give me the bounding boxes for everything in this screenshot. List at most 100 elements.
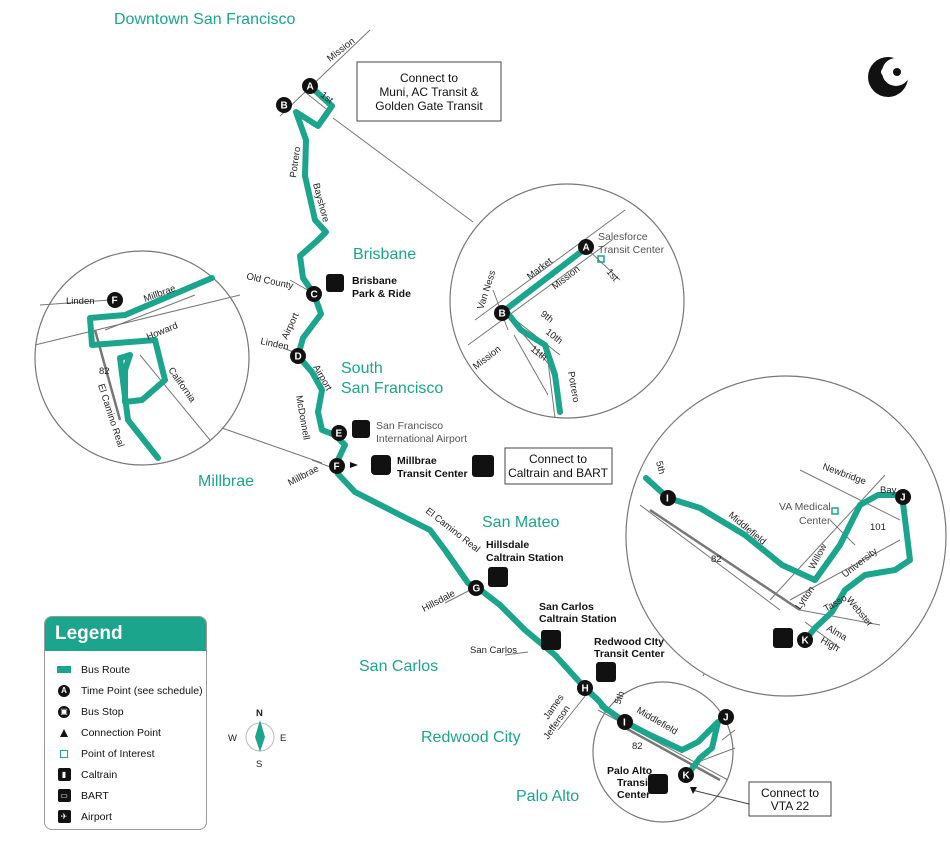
timepoint-k-inset: K	[797, 632, 813, 648]
train-icon	[648, 774, 668, 794]
timepoint-d[interactable]: D	[290, 348, 306, 364]
legend-item-busstop: ▣ Bus Stop	[45, 701, 206, 722]
svg-text:82: 82	[99, 366, 110, 377]
legend-item-timepoint: A Time Point (see schedule)	[45, 680, 206, 701]
svg-text:Airport: Airport	[280, 311, 302, 341]
svg-text:5th: 5th	[653, 460, 667, 476]
train-icon	[472, 455, 494, 477]
legend-item-caltrain: ▮ Caltrain	[45, 764, 206, 785]
timepoint-b[interactable]: B	[276, 97, 292, 113]
svg-text:Connect to: Connect to	[761, 786, 819, 800]
svg-text:S: S	[256, 759, 262, 770]
svg-text:E: E	[280, 733, 286, 744]
svg-text:B: B	[281, 101, 288, 112]
svg-text:Transit Center: Transit Center	[397, 468, 468, 480]
svg-text:W: W	[228, 733, 237, 744]
svg-text:Redwood CIty: Redwood CIty	[594, 636, 664, 648]
svg-text:Potrero: Potrero	[565, 371, 581, 404]
svg-text:Palo Alto: Palo Alto	[607, 765, 652, 777]
train-icon	[541, 630, 561, 650]
svg-text:Hillsdale: Hillsdale	[420, 588, 457, 615]
timepoint-j[interactable]: J	[718, 709, 734, 725]
stop-labels: Brisbane Park & Ride San Francisco Inter…	[326, 274, 793, 801]
bus-route-inset-millbrae	[87, 275, 215, 461]
train-icon	[596, 662, 616, 682]
city-ssf-1: South	[341, 360, 383, 377]
bus-icon	[371, 455, 391, 475]
legend-item-poi: Point of Interest	[45, 743, 206, 764]
legend-item-bart: ▭ BART	[45, 785, 206, 806]
svg-text:Potrero: Potrero	[288, 146, 303, 178]
svg-text:San Carlos: San Carlos	[470, 645, 517, 656]
connection-point-icon	[60, 728, 68, 737]
city-paloalto: Palo Alto	[516, 788, 579, 805]
svg-text:Linden: Linden	[66, 296, 95, 307]
city-millbrae: Millbrae	[198, 473, 254, 490]
svg-text:Hillsdale: Hillsdale	[486, 539, 529, 551]
timepoint-b-inset: B	[494, 305, 510, 321]
main-roads	[279, 29, 591, 731]
timepoint-c[interactable]: C	[306, 286, 322, 302]
svg-text:A: A	[307, 82, 314, 93]
svg-text:Center: Center	[799, 515, 831, 527]
svg-text:Salesforce: Salesforce	[598, 231, 648, 243]
timepoint-k[interactable]: K	[678, 767, 694, 783]
svg-text:Caltrain Station: Caltrain Station	[486, 552, 564, 564]
city-ssf-2: San Francisco	[341, 380, 443, 397]
bus-route-inset-small	[599, 703, 721, 777]
train-icon	[488, 567, 508, 587]
timepoint-a[interactable]: A	[302, 78, 318, 94]
svg-text:H: H	[582, 684, 589, 695]
svg-text:Caltrain and BART: Caltrain and BART	[508, 466, 608, 480]
bus-route-inset-sf	[502, 245, 589, 415]
timepoint-a-inset: A	[578, 239, 594, 255]
svg-text:K: K	[802, 636, 810, 647]
legend: Legend Bus Route A Time Point (see sched…	[44, 616, 207, 830]
point-of-interest-icon	[60, 749, 68, 758]
svg-text:McDonnell: McDonnell	[293, 395, 312, 441]
city-sf: Downtown San Francisco	[114, 11, 296, 28]
svg-text:Golden Gate Transit: Golden Gate Transit	[375, 99, 483, 113]
svg-text:San Francisco: San Francisco	[376, 420, 443, 432]
airport-icon: ✈	[57, 810, 71, 823]
svg-text:C: C	[311, 290, 318, 301]
bus-icon	[326, 274, 344, 292]
svg-text:82: 82	[711, 554, 722, 565]
timepoint-f-inset: F	[107, 292, 123, 308]
svg-text:VA Medical: VA Medical	[779, 501, 831, 513]
svg-text:E: E	[336, 429, 343, 440]
svg-text:F: F	[112, 296, 118, 307]
svg-text:Brisbane: Brisbane	[352, 275, 397, 287]
svg-text:Muni, AC Transit &: Muni, AC Transit &	[379, 85, 478, 99]
airport-icon	[352, 420, 370, 438]
svg-text:D: D	[295, 352, 302, 363]
svg-text:Connect to: Connect to	[529, 452, 587, 466]
svg-text:Transit: Transit	[617, 777, 652, 789]
svg-text:Connect to: Connect to	[400, 71, 458, 85]
timepoint-i[interactable]: I	[617, 714, 633, 730]
timepoint-f[interactable]: F	[329, 458, 345, 474]
bart-icon: ▭	[57, 789, 71, 802]
svg-text:Park & Ride: Park & Ride	[352, 288, 411, 300]
timepoint-g[interactable]: G	[468, 580, 484, 596]
svg-text:K: K	[683, 771, 691, 782]
city-sancarlos: San Carlos	[359, 658, 438, 675]
owl-logo-icon	[868, 57, 910, 97]
legend-title: Legend	[45, 617, 206, 651]
svg-text:International Airport: International Airport	[376, 433, 467, 445]
train-icon: ▮	[57, 768, 71, 781]
svg-text:Bay: Bay	[880, 485, 897, 496]
timepoint-h[interactable]: H	[577, 680, 593, 696]
connect-box-muni: Connect to Muni, AC Transit & Golden Gat…	[356, 61, 502, 122]
svg-text:Center: Center	[617, 789, 650, 801]
svg-text:Old County: Old County	[245, 271, 294, 292]
bus-route-inset-paloalto	[643, 475, 913, 641]
timepoint-e[interactable]: E	[331, 425, 347, 441]
svg-text:101: 101	[870, 522, 886, 533]
inset-downtown-sf	[449, 183, 685, 419]
city-redwood: Redwood City	[421, 729, 521, 746]
svg-text:J: J	[900, 493, 906, 504]
timepoints: A B C D E F G H I J K A B F I J K	[107, 78, 911, 783]
inset-palo-alto	[625, 375, 947, 697]
